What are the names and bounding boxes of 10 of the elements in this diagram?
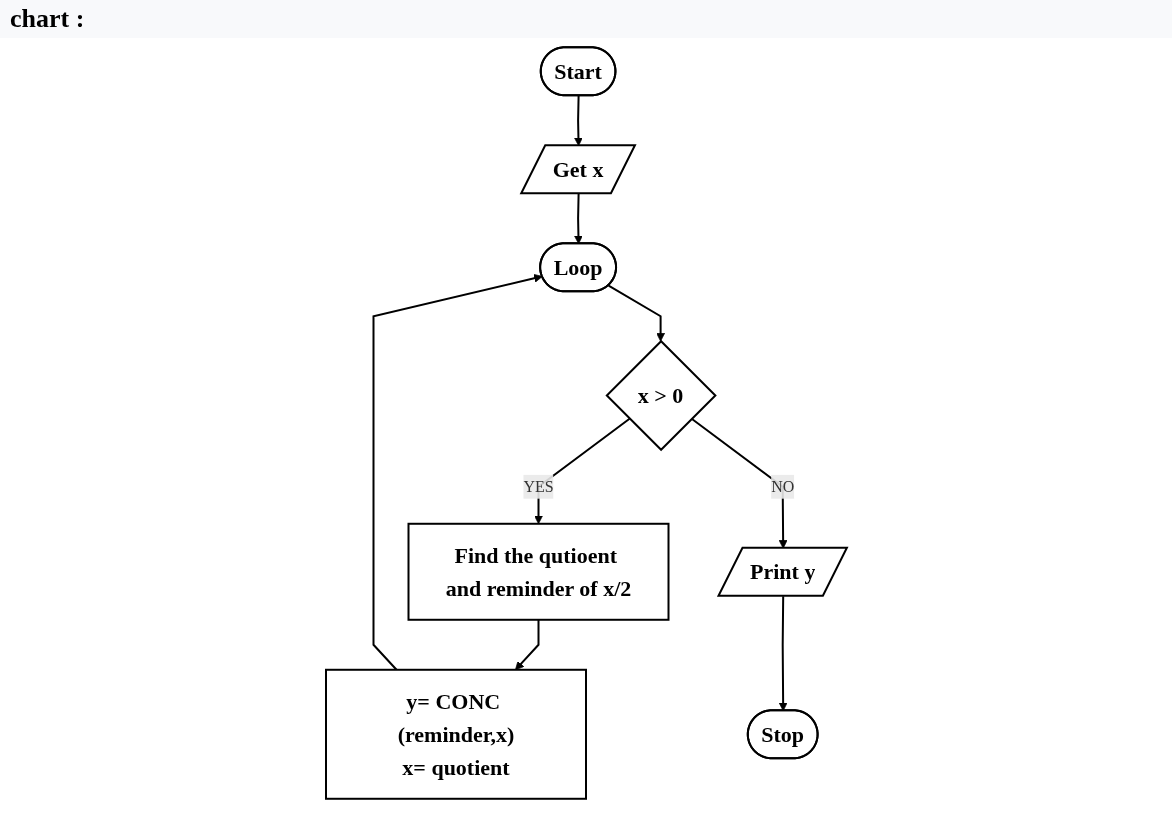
arrow <box>778 595 788 712</box>
edge-label: NO <box>770 477 794 495</box>
node-box: Find the qutioent and reminder of x/2 <box>407 522 670 621</box>
edge-label: YES <box>522 477 554 495</box>
node-box: y= CONC (reminder,x) x= quotient <box>324 668 587 800</box>
arrow <box>372 273 543 671</box>
node-diamond: x > 0 <box>604 339 717 452</box>
diagram-title: chart : <box>0 0 1172 38</box>
arrow <box>514 618 540 671</box>
arrow <box>607 284 665 342</box>
